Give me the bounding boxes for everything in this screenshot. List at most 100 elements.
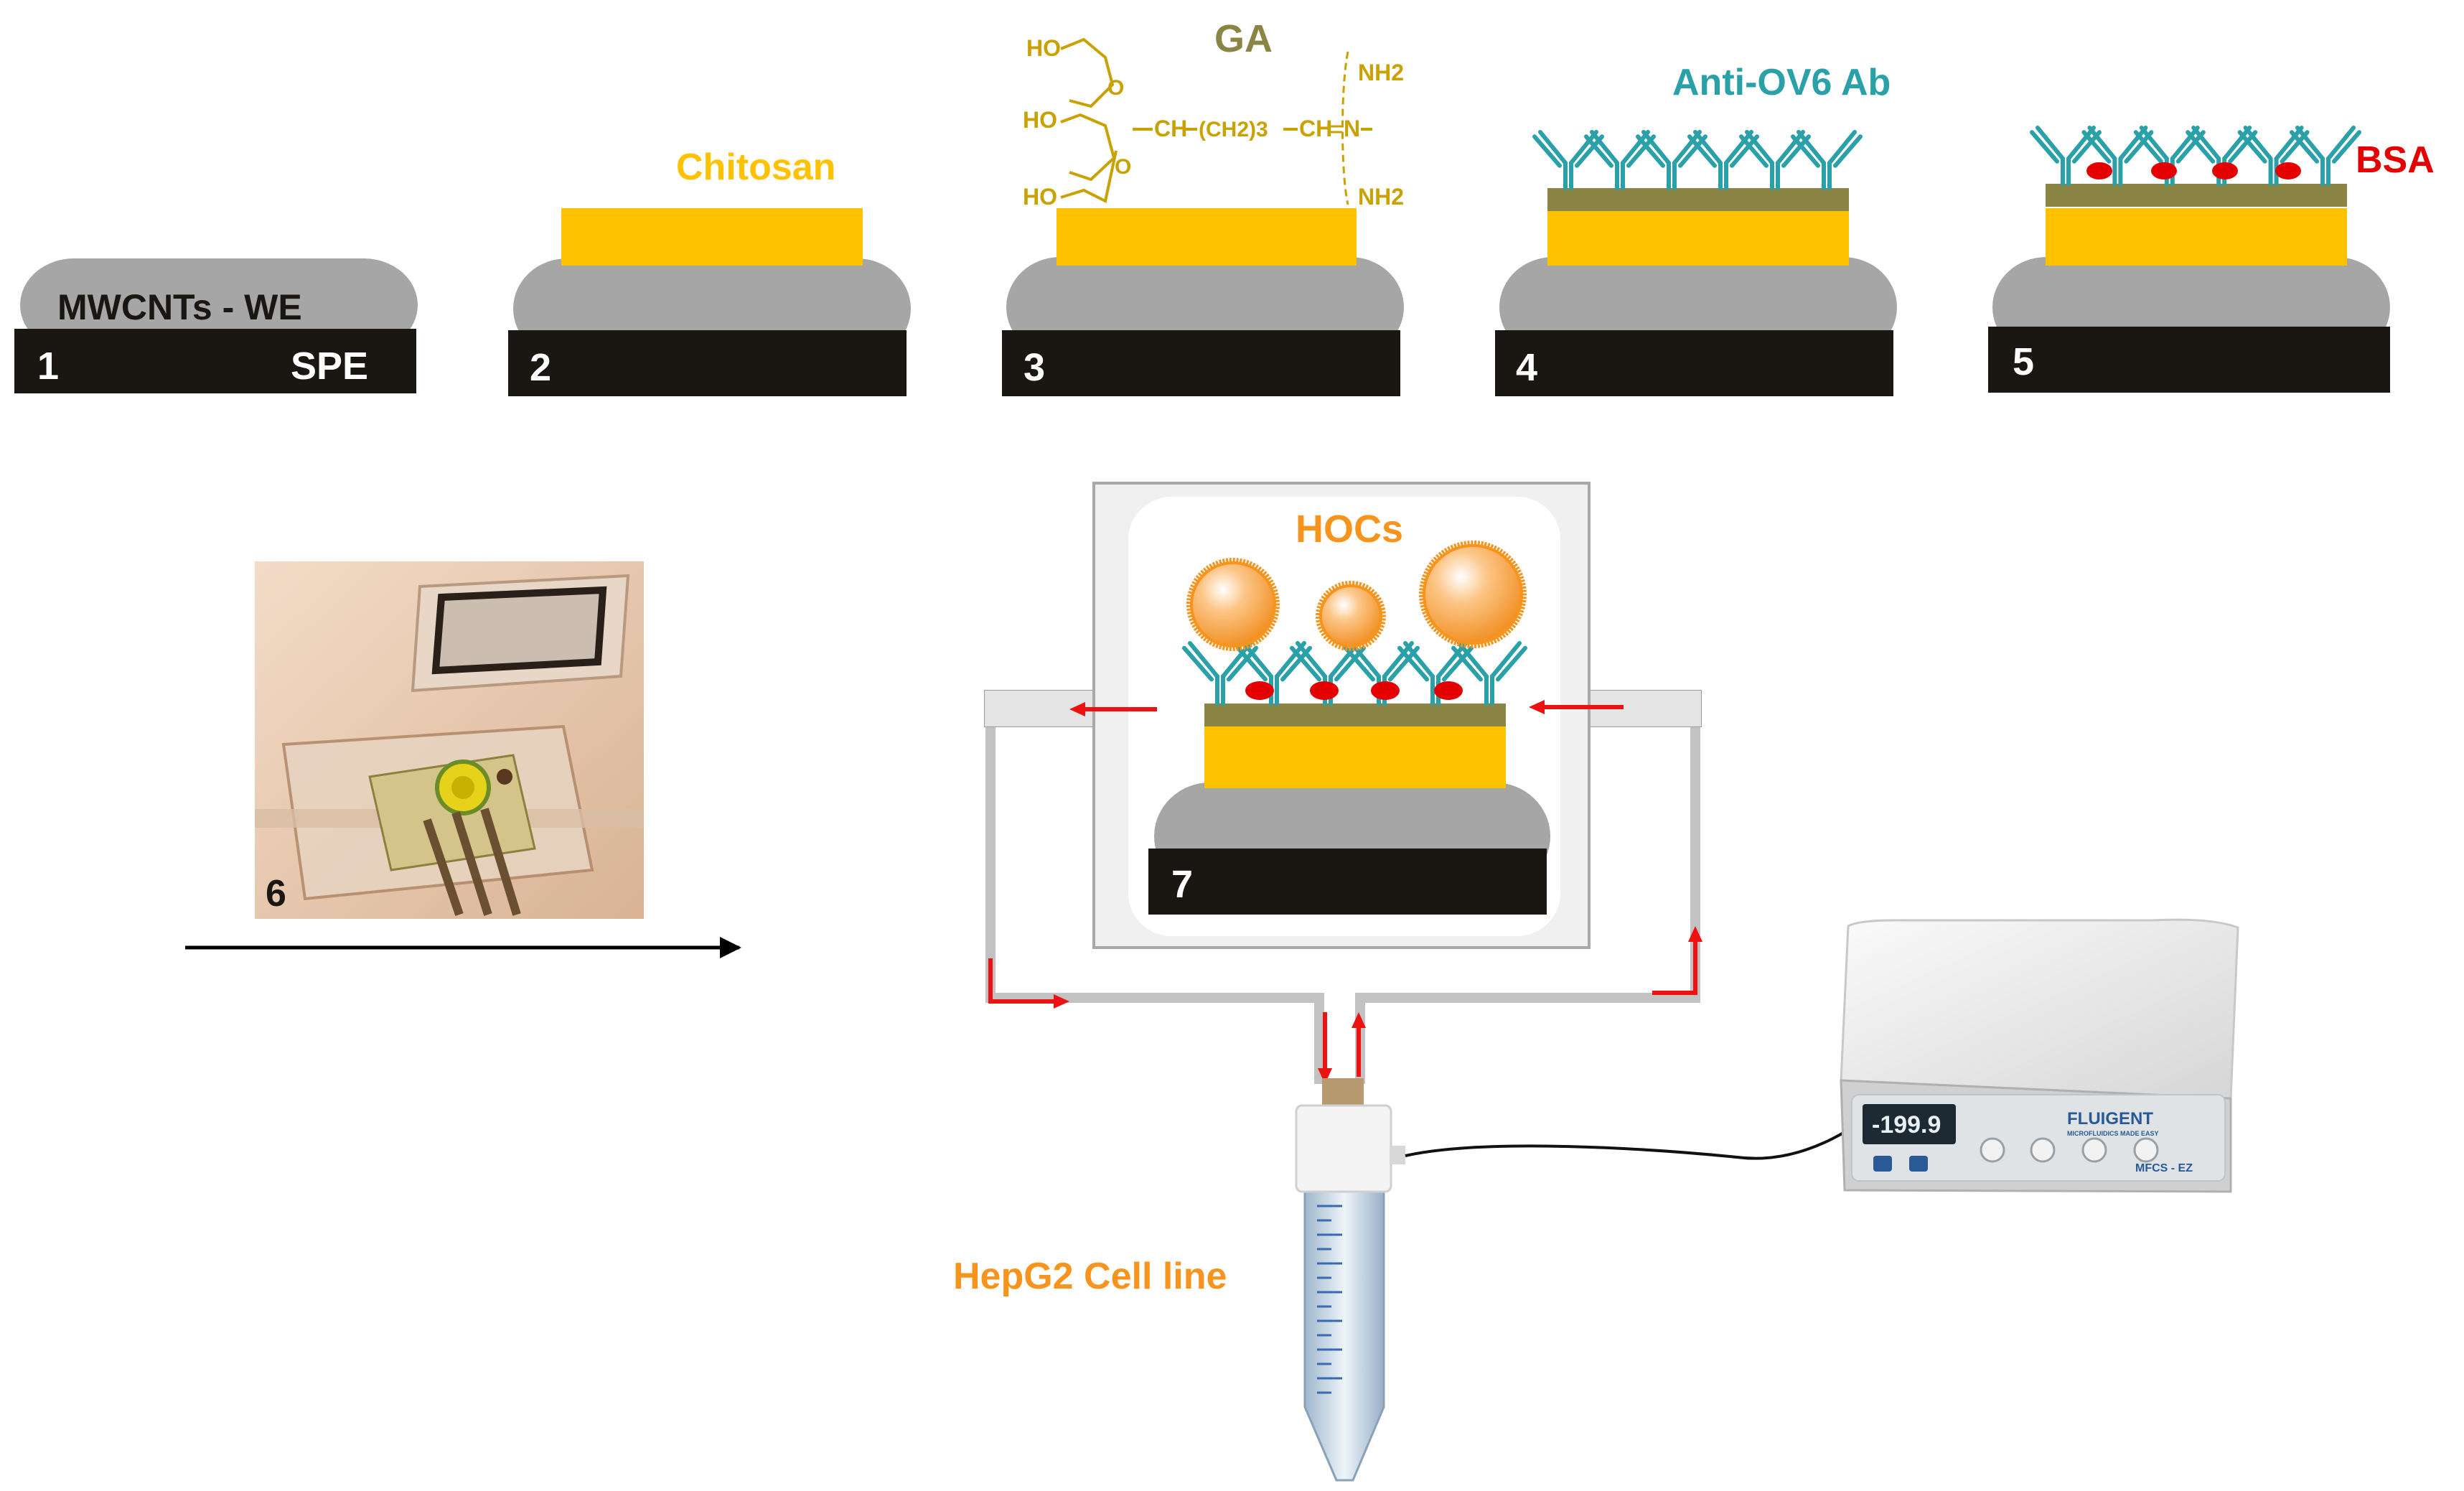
- step-number: 1: [37, 345, 59, 388]
- step-4: 4 Anti-OV6 Ab: [1495, 62, 1897, 396]
- spe-base: [1148, 849, 1547, 915]
- ga-layer: [1204, 704, 1506, 726]
- spe-base: [1988, 327, 2390, 393]
- hoc-cell: [1186, 557, 1280, 652]
- ga-label: GA: [1214, 17, 1273, 60]
- brand-logo: FLUIGENT: [2067, 1109, 2153, 1128]
- spe-label: SPE: [291, 345, 368, 388]
- step-number: 7: [1171, 863, 1193, 906]
- bsa-row: [1245, 681, 1463, 700]
- flow-cell: 7 HOCs: [984, 482, 1702, 1084]
- antibody-icon: [2081, 126, 2154, 186]
- step-1: MWCNTs - WE 1 SPE: [14, 258, 418, 393]
- ga-layer: [1547, 188, 1849, 211]
- spe-base: [14, 329, 416, 393]
- lcd-display[interactable]: [1863, 1104, 1956, 1144]
- bsa-dot: [2086, 162, 2112, 179]
- sugar-ring-1: [1060, 37, 1115, 108]
- anti-ov6-label: Anti-OV6 Ab: [1672, 62, 1891, 103]
- antibody-icon: [1739, 130, 1811, 190]
- pressure-outlet[interactable]: [2030, 1137, 2056, 1163]
- chitosan-layer: [2046, 208, 2347, 266]
- electrode-lead: [480, 808, 521, 916]
- antibody-row: [1532, 130, 1863, 190]
- spe-base: [1002, 330, 1400, 396]
- antibody-icon: [1636, 130, 1708, 190]
- antibody-icon: [1532, 130, 1604, 190]
- antibody-icon: [1791, 130, 1863, 190]
- bsa-dot: [2212, 162, 2238, 179]
- bsa-dot: [1371, 681, 1400, 700]
- o-atom: O: [1107, 76, 1124, 100]
- tube-body: [1303, 1162, 1385, 1482]
- brand-tagline: MICROFLUIDICS MADE EASY: [2067, 1130, 2159, 1137]
- background-chip-gasket: [431, 586, 607, 675]
- ho-label: HO: [1026, 35, 1061, 61]
- bsa-dot: [1245, 681, 1274, 700]
- glutaraldehyde-structure: HO HO HO O O CH (CH2)3 CH N NH2 NH2: [1023, 35, 1404, 210]
- flow-arrow-left-bottom: [988, 958, 1055, 1004]
- cap-connector: [1390, 1146, 1405, 1164]
- step-number: 3: [1023, 346, 1045, 389]
- antibody-icon: [1451, 641, 1527, 706]
- hoc-cell: [1418, 540, 1527, 649]
- n-atom: N: [1344, 116, 1360, 141]
- chitosan-layer: [561, 208, 863, 266]
- spe-base: [508, 330, 907, 396]
- chain-label: (CH2)3: [1199, 118, 1268, 141]
- ga-layer: [2046, 184, 2347, 207]
- antibody-icon: [2290, 126, 2361, 186]
- electrode-lead: [451, 811, 492, 916]
- pressure-outlet[interactable]: [1980, 1137, 2005, 1163]
- flow-arrows: [988, 700, 1702, 1084]
- control-button[interactable]: [1909, 1156, 1928, 1172]
- bsa-dot: [1434, 681, 1463, 700]
- ch-label: CH: [1154, 116, 1187, 141]
- hocs-label: HOCs: [1296, 508, 1403, 551]
- reference-dot: [497, 769, 512, 785]
- antibody-row: [2030, 126, 2361, 186]
- spe-base: [1495, 330, 1893, 396]
- electrode-dome: [20, 258, 418, 352]
- control-button[interactable]: [1873, 1156, 1892, 1172]
- step-number: 5: [2013, 340, 2034, 383]
- step-number: 4: [1516, 346, 1537, 389]
- ho-label: HO: [1023, 184, 1057, 210]
- electrode-center: [451, 776, 474, 799]
- pressure-outlet[interactable]: [2081, 1137, 2107, 1163]
- chitosan-backbone: [1341, 51, 1349, 205]
- tube-fitting: [1322, 1078, 1364, 1106]
- step-number: 2: [530, 346, 551, 389]
- falcon-tube: HepG2 Cell line: [953, 1078, 1405, 1482]
- we-label: MWCNTs - WE: [57, 287, 302, 327]
- step-6-photo: 6: [255, 561, 644, 919]
- model-label: MFCS - EZ: [2135, 1162, 2193, 1174]
- chitosan-label: Chitosan: [676, 146, 835, 188]
- lcd-value: -199.9: [1872, 1111, 1941, 1139]
- ch-label-2: CH: [1299, 116, 1332, 141]
- nh2-label: NH2: [1358, 184, 1404, 210]
- ho-label: HO: [1023, 107, 1057, 133]
- o-atom: O: [1115, 155, 1131, 179]
- chitosan-layer: [1547, 208, 1849, 266]
- hoc-cell: [1316, 580, 1386, 652]
- bsa-label: BSA: [2356, 139, 2435, 181]
- chitosan-layer: [1057, 208, 1357, 266]
- pressure-outlet[interactable]: [2133, 1137, 2159, 1163]
- controller-top: [1840, 918, 2239, 1100]
- chitosan-layer: [1204, 724, 1506, 788]
- bsa-row: [2086, 162, 2301, 179]
- step-5: 5 BSA: [1988, 126, 2435, 393]
- step-number: 6: [266, 873, 286, 915]
- sugar-ring-3: [1060, 150, 1118, 203]
- bsa-dot: [2151, 162, 2177, 179]
- sugar-ring-2: [1060, 113, 1116, 182]
- antibody-icon: [1584, 130, 1656, 190]
- tube-cap: [1295, 1104, 1392, 1193]
- bsa-dot: [1310, 681, 1339, 700]
- step-3: 3 GA HO HO HO O O CH (CH2)3 CH N NH2 NH2: [1002, 17, 1404, 396]
- electrode-lead: [423, 818, 464, 916]
- tube-graduations: [1317, 1205, 1342, 1394]
- tube-label: HepG2 Cell line: [953, 1256, 1227, 1297]
